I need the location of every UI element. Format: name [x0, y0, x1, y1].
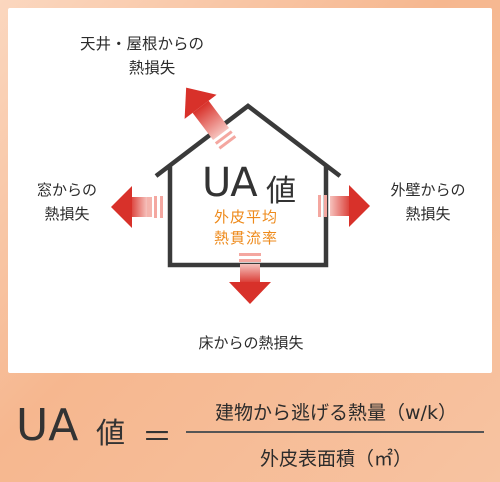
formula-numerator: 建物から逃げる熱量（w/k） [215, 402, 457, 424]
fraction-bar [186, 431, 484, 433]
formula-lhs: UA [16, 400, 79, 451]
formula-denominator: 外皮表面積（㎡） [259, 448, 412, 470]
diagram-card: 天井・屋根からの 熱損失 窓からの 熱損失 外壁からの 熱損失 床からの熱損失 … [8, 8, 492, 373]
wall-label: 外壁からの 熱損失 [376, 178, 480, 226]
wall-arrow [318, 185, 370, 227]
floor-label: 床からの熱損失 [198, 334, 304, 352]
wall-label-line1: 外壁からの [390, 181, 466, 199]
window-arrow [111, 186, 163, 228]
floor-arrow [229, 253, 271, 304]
roof-label-line2: 熱損失 [128, 59, 176, 77]
window-label: 窓からの 熱損失 [22, 178, 112, 226]
formula-equals: ＝ [142, 420, 172, 455]
house-diagram [111, 87, 370, 304]
ua-subtitle-line2: 熱貫流率 [213, 229, 278, 247]
roof-label-line1: 天井・屋根からの [79, 35, 204, 53]
wall-label-line2: 熱損失 [405, 205, 451, 223]
roof-arrow [184, 87, 237, 150]
ua-title-kanji: 値 [266, 174, 296, 209]
ua-subtitle-line1: 外皮平均 [213, 208, 278, 226]
roof-label: 天井・屋根からの 熱損失 [58, 32, 226, 80]
window-label-line1: 窓からの [36, 181, 97, 199]
window-label-line2: 熱損失 [44, 205, 90, 223]
ua-subtitle: 外皮平均 熱貫流率 [204, 207, 288, 249]
ua-title: UA [202, 160, 258, 206]
formula-lhs-kanji: 値 [96, 416, 126, 450]
